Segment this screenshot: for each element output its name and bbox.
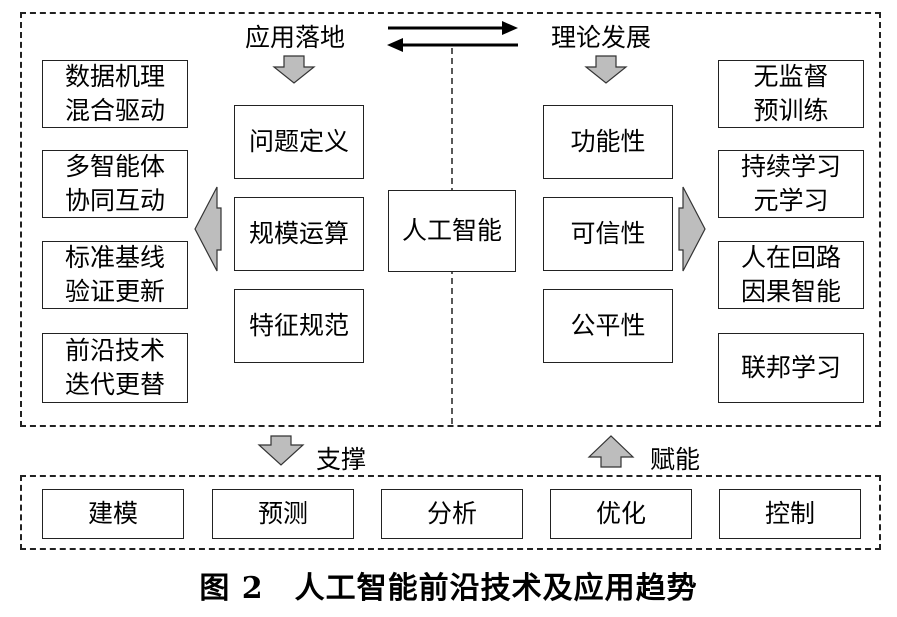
left-pointing-block-arrow <box>194 186 222 272</box>
left-inner-box-1: 问题定义 <box>234 105 364 179</box>
bottom-frame <box>20 475 881 550</box>
bottom-box-prediction: 预测 <box>212 489 354 539</box>
top-frame <box>20 12 881 427</box>
down-block-arrow-right <box>584 55 628 84</box>
right-outer-box-2: 持续学习元学习 <box>718 150 864 218</box>
bottom-box-modeling: 建模 <box>42 489 184 539</box>
left-outer-box-2: 多智能体协同互动 <box>42 150 188 218</box>
empower-up-arrow <box>587 435 635 468</box>
down-block-arrow-left <box>272 55 316 84</box>
right-outer-box-3: 人在回路因果智能 <box>718 241 864 309</box>
center-ai-box: 人工智能 <box>388 190 516 272</box>
right-outer-box-4: 联邦学习 <box>718 333 864 403</box>
right-pointing-block-arrow <box>678 186 706 272</box>
figure-caption: 图 2 人工智能前沿技术及应用趋势 <box>199 571 698 606</box>
left-outer-box-4: 前沿技术迭代更替 <box>42 333 188 403</box>
bottom-box-control: 控制 <box>719 489 861 539</box>
left-arrow <box>387 38 518 52</box>
support-label: 支撑 <box>316 445 367 474</box>
empower-label: 赋能 <box>650 445 701 474</box>
header-theory: 理论发展 <box>551 23 652 52</box>
bottom-box-optimization: 优化 <box>550 489 692 539</box>
left-outer-box-1: 数据机理混合驱动 <box>42 60 188 128</box>
right-inner-box-2: 可信性 <box>543 197 673 271</box>
header-application: 应用落地 <box>245 23 346 52</box>
support-down-arrow <box>257 435 305 466</box>
left-outer-box-3: 标准基线验证更新 <box>42 241 188 309</box>
bottom-box-analysis: 分析 <box>381 489 523 539</box>
left-inner-box-2: 规模运算 <box>234 197 364 271</box>
right-arrow <box>388 21 518 35</box>
right-outer-box-1: 无监督预训练 <box>718 60 864 128</box>
right-inner-box-1: 功能性 <box>543 105 673 179</box>
right-inner-box-3: 公平性 <box>543 289 673 363</box>
left-inner-box-3: 特征规范 <box>234 289 364 363</box>
